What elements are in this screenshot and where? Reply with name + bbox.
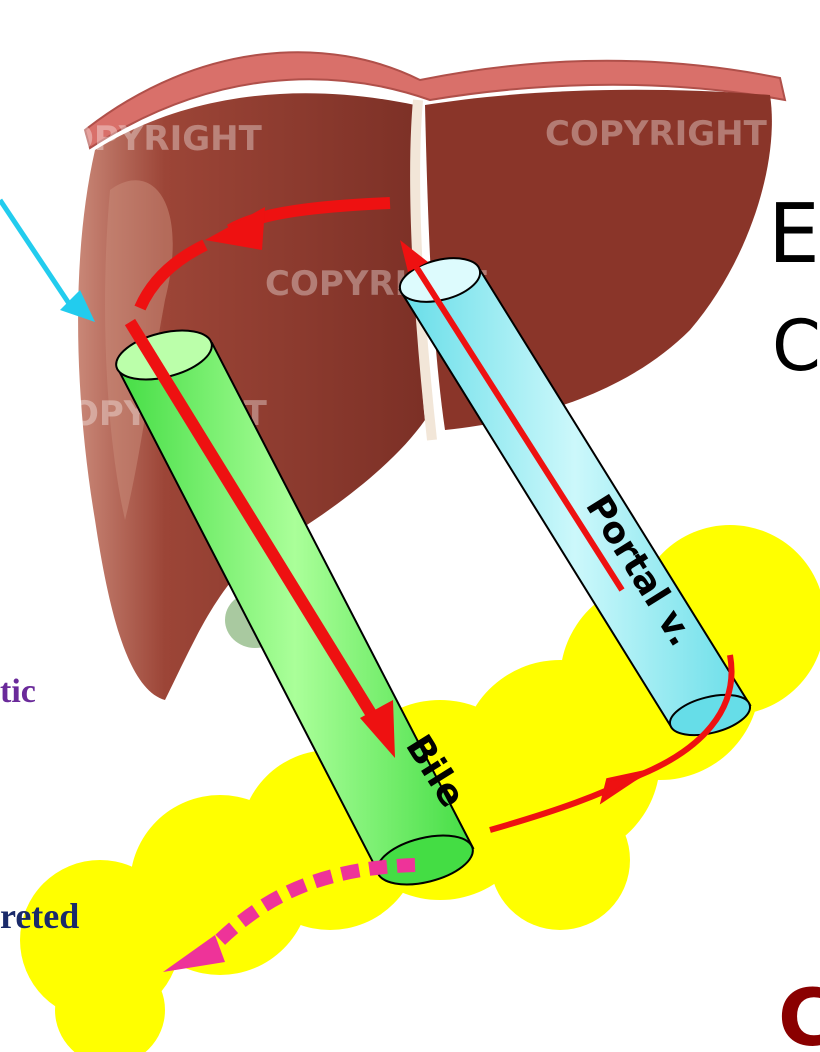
left-text-fragment-1: tic [0, 673, 36, 710]
right-text-fragment-3: C [778, 974, 820, 1052]
watermark: COPYRIGHT [545, 114, 768, 154]
right-text-fragment-2: C [772, 305, 820, 387]
right-text-fragment-1: E [768, 187, 820, 282]
watermark: COPYRIGHT [40, 119, 263, 159]
left-text-fragment-2: reted [0, 896, 79, 936]
watermark: COPYRIGHT [600, 409, 820, 449]
